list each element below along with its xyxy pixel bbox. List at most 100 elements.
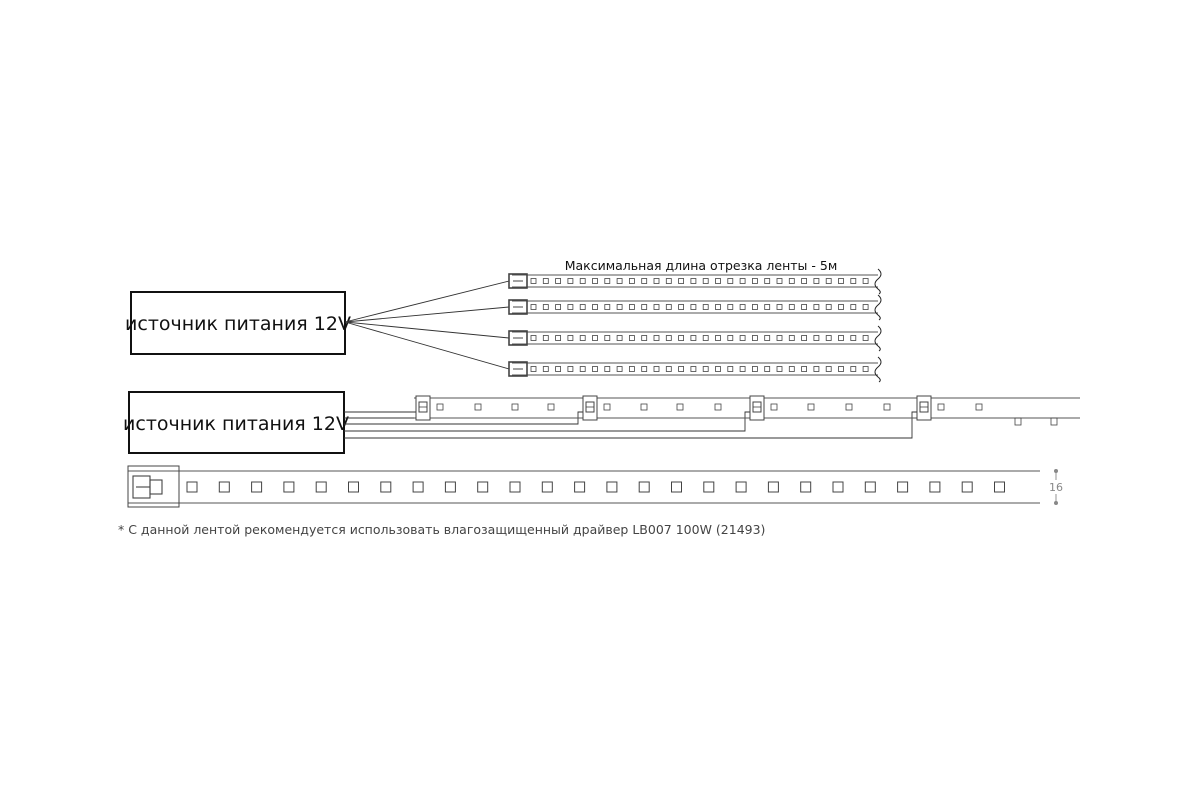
led-chip bbox=[653, 304, 660, 310]
led-chip bbox=[788, 366, 795, 372]
led-chip bbox=[727, 335, 734, 341]
led-chip bbox=[678, 366, 684, 372]
led-chip bbox=[788, 278, 795, 284]
detail-strip-connector bbox=[132, 475, 163, 499]
series-wire-3 bbox=[344, 411, 753, 432]
led-chip bbox=[690, 278, 697, 284]
led-chip bbox=[641, 366, 648, 372]
series-connector bbox=[916, 395, 932, 421]
led-chip bbox=[727, 366, 734, 372]
led-chip bbox=[592, 304, 598, 310]
led-chip bbox=[702, 304, 709, 310]
led-chip bbox=[616, 366, 623, 372]
led-chip bbox=[555, 366, 561, 372]
led-chip bbox=[776, 304, 783, 310]
led-chip bbox=[629, 335, 635, 341]
led-chip bbox=[678, 278, 684, 284]
led-chip bbox=[994, 481, 1005, 493]
dimension-label: 16 bbox=[1049, 481, 1063, 494]
led-chip bbox=[567, 304, 574, 310]
led-chip bbox=[776, 335, 783, 341]
led-chip bbox=[315, 481, 327, 493]
led-chip bbox=[897, 481, 909, 493]
parallel-strip bbox=[508, 268, 882, 295]
led-chip bbox=[665, 366, 672, 372]
led-chip bbox=[702, 278, 709, 284]
led-chip bbox=[813, 304, 820, 310]
led-chip bbox=[752, 366, 758, 372]
led-chip bbox=[629, 366, 635, 372]
detail-strip bbox=[127, 465, 1040, 508]
width-dimension: 16 bbox=[1049, 469, 1063, 505]
led-chip bbox=[776, 278, 783, 284]
led-chip bbox=[825, 304, 832, 310]
led-chip bbox=[436, 403, 444, 411]
strip-break-mark bbox=[874, 294, 882, 321]
led-chip bbox=[864, 481, 876, 493]
led-chip bbox=[678, 304, 684, 310]
led-chip bbox=[975, 403, 983, 411]
parallel-strip bbox=[508, 325, 882, 352]
led-chip bbox=[603, 403, 611, 411]
led-chip bbox=[735, 481, 747, 493]
psu-top-label: источник питания 12V bbox=[125, 313, 351, 335]
led-chip bbox=[739, 366, 746, 372]
led-chip bbox=[690, 335, 697, 341]
led-chip bbox=[1050, 417, 1058, 426]
led-chip bbox=[800, 481, 812, 493]
led-chip bbox=[862, 335, 869, 341]
led-chip bbox=[579, 366, 586, 372]
led-chip bbox=[555, 278, 561, 284]
led-chip bbox=[641, 304, 648, 310]
led-chip bbox=[641, 335, 648, 341]
psu-bottom-box bbox=[128, 391, 345, 454]
led-chip bbox=[838, 304, 844, 310]
led-chip bbox=[770, 403, 778, 411]
led-chip bbox=[752, 335, 758, 341]
led-chip bbox=[542, 304, 549, 310]
parallel-wires bbox=[344, 280, 510, 370]
led-chip bbox=[604, 304, 611, 310]
led-chip bbox=[530, 278, 537, 284]
led-chip bbox=[592, 366, 598, 372]
series-connector bbox=[582, 395, 598, 421]
led-chip bbox=[640, 403, 648, 411]
led-chip bbox=[801, 335, 807, 341]
led-chip bbox=[574, 481, 586, 493]
strip-connector bbox=[508, 299, 528, 315]
led-chip bbox=[845, 403, 853, 411]
led-chip bbox=[764, 304, 771, 310]
wire-3 bbox=[344, 321, 510, 339]
led-chip bbox=[862, 278, 869, 284]
parallel-strip bbox=[508, 294, 882, 321]
series-connector bbox=[415, 395, 431, 421]
footnote: * С данной лентой рекомендуется использо… bbox=[118, 522, 766, 537]
led-chip bbox=[801, 366, 807, 372]
led-chip bbox=[218, 481, 230, 493]
led-chip bbox=[604, 366, 611, 372]
led-chip bbox=[530, 366, 537, 372]
led-chip bbox=[444, 481, 456, 493]
led-chip bbox=[653, 335, 660, 341]
led-chip bbox=[767, 481, 779, 493]
led-chip bbox=[509, 481, 521, 493]
led-chip bbox=[567, 366, 574, 372]
led-chip bbox=[542, 366, 549, 372]
led-chip bbox=[727, 278, 734, 284]
psu-bottom-label: источник питания 12V bbox=[123, 413, 349, 435]
led-chip bbox=[665, 304, 672, 310]
led-chip bbox=[283, 481, 295, 493]
led-chip bbox=[530, 304, 537, 310]
led-chip bbox=[832, 481, 844, 493]
strip-connector bbox=[508, 330, 528, 346]
led-chip bbox=[850, 335, 857, 341]
led-chip bbox=[567, 335, 574, 341]
led-chip bbox=[542, 278, 549, 284]
led-chip bbox=[764, 366, 771, 372]
led-chip bbox=[838, 366, 844, 372]
strip-length-caption: Максимальная длина отрезка ленты - 5м bbox=[565, 258, 838, 273]
led-chip bbox=[702, 366, 709, 372]
detail-strip-end-cap bbox=[127, 465, 180, 508]
series-connector bbox=[749, 395, 765, 421]
psu-top: источник питания 12V bbox=[125, 291, 351, 355]
